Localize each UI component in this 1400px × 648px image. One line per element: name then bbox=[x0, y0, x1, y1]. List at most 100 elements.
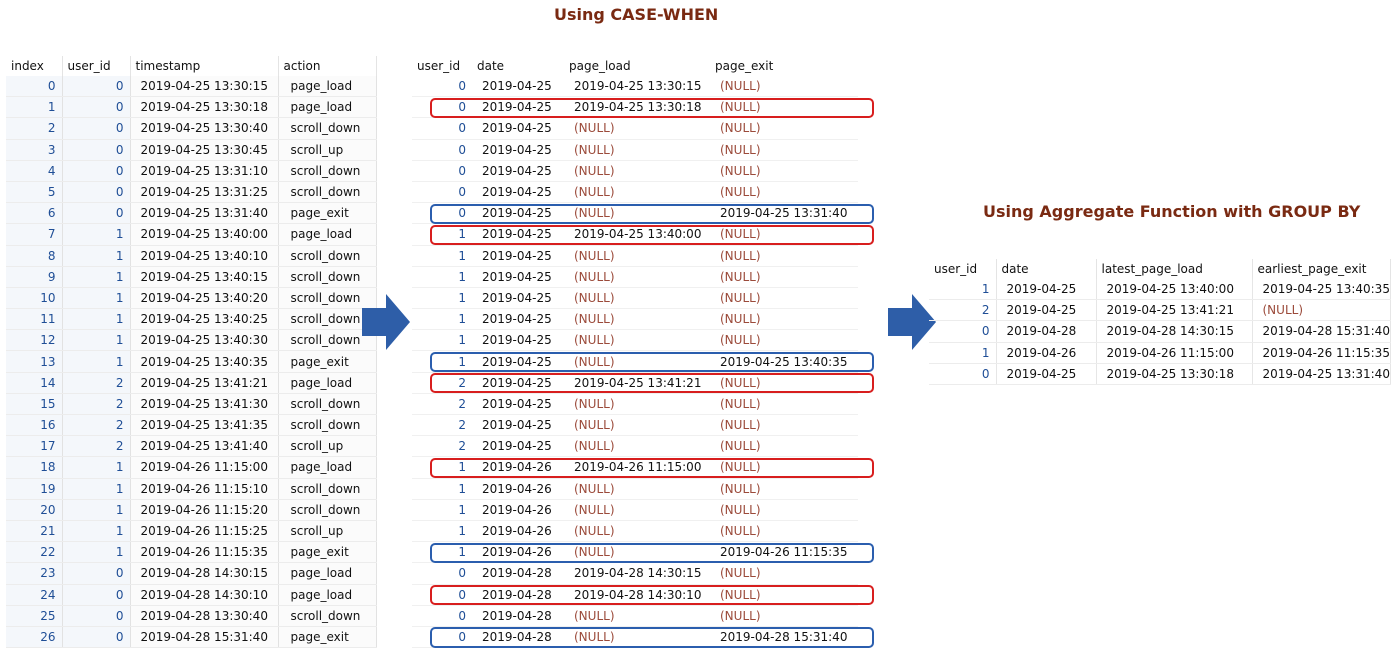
table-cell: 2 bbox=[62, 372, 131, 394]
table-cell: 2019-04-28 15:31:40 bbox=[1252, 320, 1391, 343]
table-cell: (NULL) bbox=[710, 435, 858, 458]
table-cell: page_load bbox=[278, 76, 377, 98]
table-cell: (NULL) bbox=[710, 520, 858, 543]
table-cell: 1 bbox=[412, 520, 472, 543]
table-cell: page_load bbox=[278, 372, 377, 394]
table-cell: (NULL) bbox=[564, 435, 710, 458]
case-when-title: Using CASE-WHEN bbox=[554, 5, 719, 24]
table-cell: (NULL) bbox=[564, 393, 710, 416]
column-header[interactable]: timestamp bbox=[130, 56, 279, 76]
page-exit-highlight bbox=[430, 627, 874, 648]
table-cell: 0 bbox=[62, 181, 131, 204]
column-header[interactable]: user_id bbox=[62, 56, 131, 76]
column-header[interactable]: latest_page_load bbox=[1096, 259, 1253, 279]
table-cell: 0 bbox=[62, 139, 131, 161]
table-cell: 2019-04-25 bbox=[472, 329, 564, 352]
page-load-highlight bbox=[430, 97, 874, 118]
table-cell: 2019-04-25 13:30:18 bbox=[564, 96, 710, 119]
table-cell: (NULL) bbox=[564, 329, 710, 352]
table-cell: 2 bbox=[412, 414, 472, 437]
column-header[interactable]: index bbox=[6, 56, 63, 76]
table-cell: 24 bbox=[6, 584, 63, 606]
table-cell: (NULL) bbox=[710, 499, 858, 521]
table-cell: 1 bbox=[62, 245, 131, 267]
table-cell: page_exit bbox=[278, 350, 377, 373]
table-cell: 1 bbox=[62, 478, 131, 500]
table-cell: 21 bbox=[6, 520, 63, 543]
table-cell: 0 bbox=[412, 160, 472, 182]
table-cell: 2019-04-26 bbox=[472, 520, 564, 543]
column-header[interactable]: user_id bbox=[929, 259, 997, 279]
table-cell: scroll_up bbox=[278, 139, 377, 161]
table-cell: 17 bbox=[6, 435, 63, 458]
column-header[interactable]: earliest_page_exit bbox=[1252, 259, 1391, 279]
table-cell: 0 bbox=[412, 605, 472, 627]
table-cell: 13 bbox=[6, 350, 63, 373]
table-cell: (NULL) bbox=[564, 287, 710, 310]
table-cell: 2019-04-25 bbox=[472, 393, 564, 416]
table-cell: page_load bbox=[278, 562, 377, 585]
table-cell: 0 bbox=[6, 76, 63, 98]
column-header[interactable]: date bbox=[996, 259, 1097, 279]
column-header[interactable]: page_load bbox=[569, 59, 631, 73]
table-cell: 0 bbox=[62, 562, 131, 585]
aggregate-title: Using Aggregate Function with GROUP BY bbox=[983, 202, 1361, 221]
table-cell: (NULL) bbox=[564, 350, 710, 373]
table-cell: 1 bbox=[62, 266, 131, 288]
table-cell: (NULL) bbox=[710, 266, 858, 288]
table-cell: page_load bbox=[278, 456, 377, 479]
table-cell: scroll_down bbox=[278, 287, 377, 310]
table-cell: 2019-04-25 13:40:30 bbox=[130, 329, 279, 352]
table-cell: 2019-04-28 14:30:10 bbox=[130, 584, 279, 606]
table-cell: page_load bbox=[278, 96, 377, 119]
table-cell: 2019-04-25 13:30:18 bbox=[1096, 363, 1253, 385]
column-header[interactable]: date bbox=[477, 59, 505, 73]
table-cell: page_exit bbox=[278, 626, 377, 648]
table-cell: 0 bbox=[62, 96, 131, 119]
table-cell: 1 bbox=[412, 478, 472, 500]
table-cell: 2019-04-25 13:41:21 bbox=[1096, 299, 1253, 322]
table-cell: 2019-04-25 bbox=[472, 76, 564, 98]
table-cell: 0 bbox=[412, 76, 472, 98]
table-cell: 2019-04-25 13:41:21 bbox=[564, 372, 710, 394]
table-cell: 0 bbox=[62, 76, 131, 98]
table-cell: 23 bbox=[6, 562, 63, 585]
table-cell: 2019-04-25 13:30:40 bbox=[130, 117, 279, 140]
table-cell: 2019-04-25 bbox=[472, 117, 564, 140]
table-cell: 12 bbox=[6, 329, 63, 352]
table-cell: 10 bbox=[6, 287, 63, 310]
page-load-highlight bbox=[430, 457, 874, 479]
column-header[interactable]: page_exit bbox=[715, 59, 774, 73]
column-header[interactable]: action bbox=[278, 56, 377, 76]
table-cell: 2019-04-25 13:30:18 bbox=[130, 96, 279, 119]
table-cell: 2 bbox=[6, 117, 63, 140]
table-cell: (NULL) bbox=[710, 308, 858, 331]
table-cell: (NULL) bbox=[710, 139, 858, 161]
table-cell: 1 bbox=[412, 266, 472, 288]
table-cell: 2019-04-25 13:41:40 bbox=[130, 435, 279, 458]
table-cell: 0 bbox=[412, 181, 472, 204]
table-cell: 2019-04-25 bbox=[472, 435, 564, 458]
table-cell: 2019-04-25 13:40:35 bbox=[130, 350, 279, 373]
table-cell: 2019-04-25 bbox=[472, 266, 564, 288]
column-header[interactable]: user_id bbox=[417, 59, 461, 73]
table-cell: 2019-04-25 bbox=[996, 279, 1097, 301]
table-cell: 1 bbox=[62, 541, 131, 564]
table-cell: 4 bbox=[6, 160, 63, 182]
table-cell: 0 bbox=[62, 626, 131, 648]
